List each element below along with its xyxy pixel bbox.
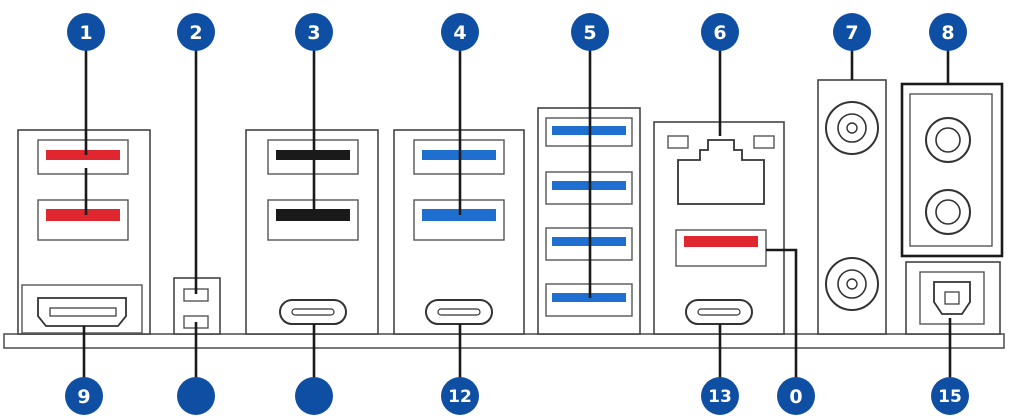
badge-15 (931, 377, 969, 415)
usb-a-red-port-2 (46, 209, 120, 221)
io-base-plate (3, 333, 1005, 349)
top-badges: 1 2 3 4 5 6 7 8 (67, 13, 967, 51)
badge-12 (441, 377, 479, 415)
badge-0-label: 0 (789, 386, 802, 408)
badge-10 (177, 377, 215, 415)
badge-11 (295, 377, 333, 415)
badge-12-label: 12 (448, 387, 472, 407)
port-group-optical (905, 261, 1001, 335)
port-group-usb-black (245, 129, 379, 335)
badge-5 (571, 13, 609, 51)
badge-2-label: 2 (189, 22, 202, 44)
badge-13 (701, 377, 739, 415)
badge-15-label: 15 (938, 387, 962, 407)
leader-0 (766, 248, 798, 378)
badge-3-label: 3 (307, 22, 320, 44)
ethernet-port (677, 139, 765, 205)
usb-a-red-port-1 (46, 150, 120, 160)
badge-5-label: 5 (583, 22, 596, 44)
badge-8-label: 8 (941, 22, 954, 44)
badge-0 (777, 377, 815, 415)
lan-led-right (753, 135, 775, 149)
badge-9 (65, 377, 103, 415)
badge-7 (833, 13, 871, 51)
port-group-usb-red-hdmi (17, 129, 151, 335)
badge-4 (441, 13, 479, 51)
badge-6 (701, 13, 739, 51)
port-group-lan (653, 121, 785, 335)
badge-4-label: 4 (453, 22, 466, 44)
port-group-audio (900, 82, 1004, 258)
bottom-badges: 9 12 13 0 15 (65, 377, 969, 415)
badge-13-label: 13 (708, 387, 732, 407)
badge-8 (929, 13, 967, 51)
badge-6-label: 6 (713, 22, 726, 44)
badge-2 (177, 13, 215, 51)
badge-9-label: 9 (77, 386, 90, 408)
badge-7-label: 7 (845, 22, 858, 44)
usb-a-red-port-3 (684, 236, 758, 247)
badge-1-label: 1 (79, 22, 92, 44)
badge-1 (67, 13, 105, 51)
lan-led-left (667, 135, 689, 149)
badge-3 (295, 13, 333, 51)
port-group-antenna (817, 79, 887, 335)
